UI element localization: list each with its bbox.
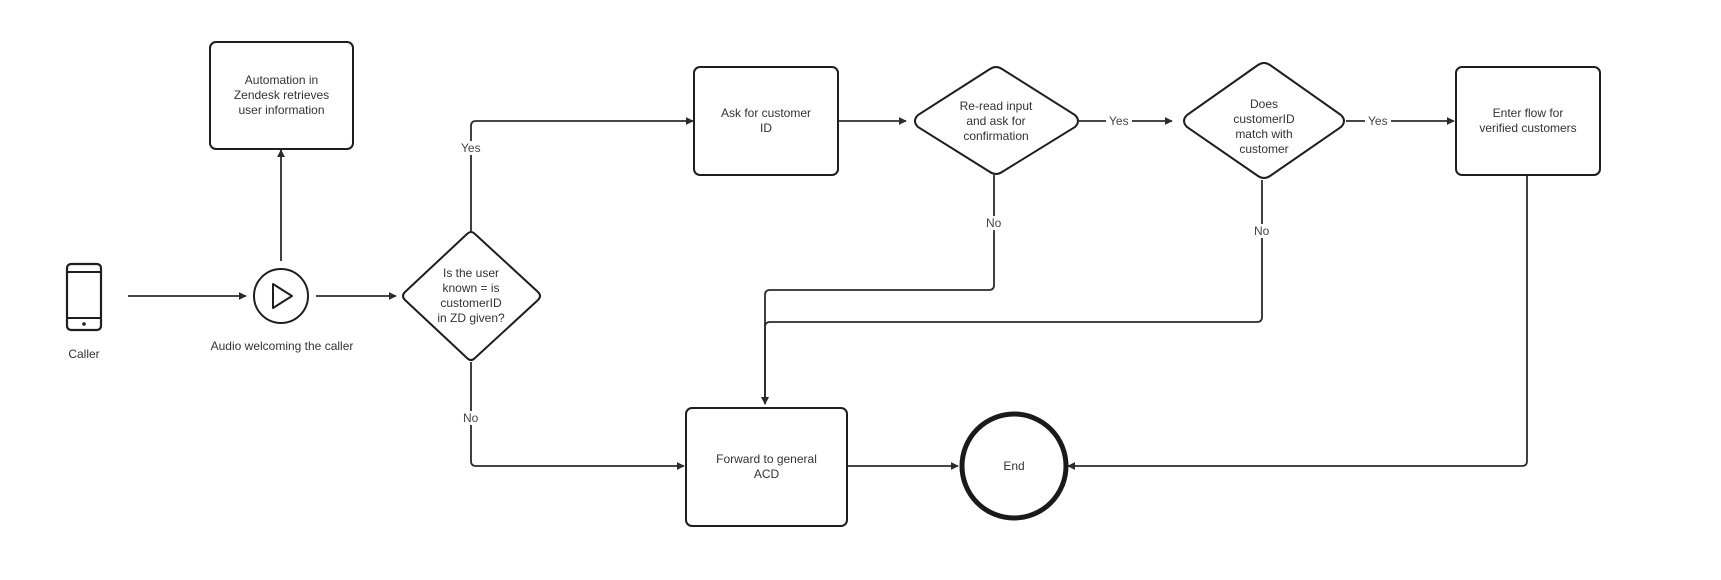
edge-verified-to-end bbox=[1067, 176, 1528, 470]
caller-label: Caller bbox=[68, 346, 100, 361]
edge-known-no bbox=[470, 362, 685, 470]
phone-icon bbox=[65, 262, 103, 332]
verified-label: Enter flow for verified customers bbox=[1479, 106, 1577, 135]
edge-match-no bbox=[761, 180, 1263, 405]
audio-label: Audio welcoming the caller bbox=[210, 338, 354, 353]
ask-id-label: Ask for customer ID bbox=[720, 106, 812, 135]
reread-label: Re-read input and ask for confirmation bbox=[959, 98, 1033, 143]
edge-label-reread-yes: Yes bbox=[1106, 114, 1132, 128]
edge-label-match-no: No bbox=[1251, 224, 1273, 238]
automation-label: Automation in Zendesk retrieves user inf… bbox=[233, 73, 330, 117]
edge-label-reread-no: No bbox=[983, 216, 1005, 230]
verified-box bbox=[1455, 66, 1601, 176]
match-diamond bbox=[1183, 62, 1345, 179]
audio-node bbox=[253, 268, 309, 324]
user-known-label: Is the user known = is customerID in ZD … bbox=[437, 266, 505, 325]
reread-diamond bbox=[914, 66, 1079, 175]
match-label: Does customerID match with customer bbox=[1233, 97, 1295, 156]
automation-box bbox=[209, 41, 354, 150]
edge-label-known-yes: Yes bbox=[458, 141, 484, 155]
user-known-diamond bbox=[402, 231, 541, 361]
edge-label-known-no: No bbox=[460, 411, 482, 425]
forward-label: Forward to general ACD bbox=[716, 452, 817, 481]
end-label: End bbox=[1003, 458, 1025, 473]
play-icon bbox=[272, 283, 293, 309]
ask-id-box bbox=[693, 66, 839, 176]
edge-known-yes bbox=[470, 117, 694, 231]
edge-label-match-yes: Yes bbox=[1365, 114, 1391, 128]
end-circle bbox=[959, 411, 1069, 521]
forward-box bbox=[685, 407, 848, 527]
edge-reread-no bbox=[761, 175, 995, 405]
